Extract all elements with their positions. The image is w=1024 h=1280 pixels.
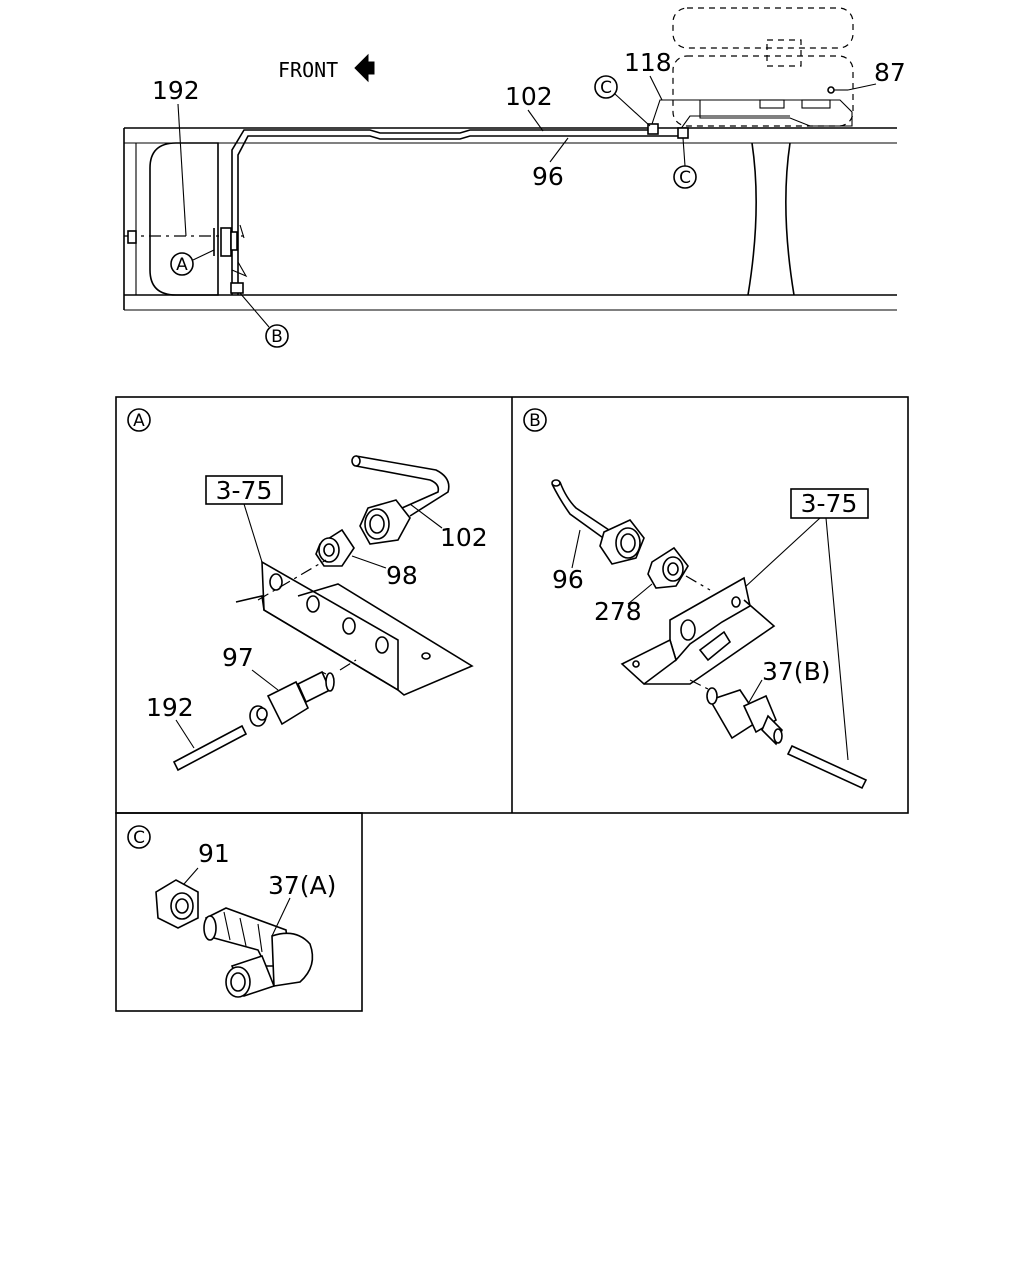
connector-b	[230, 282, 244, 294]
marker-c-detail: C	[127, 825, 151, 849]
connector-97	[249, 670, 335, 727]
marker-b-overview: B	[239, 292, 289, 348]
bracket-b	[620, 576, 776, 686]
detail-panel-frame	[115, 396, 909, 1012]
callout-96: 96	[532, 162, 564, 191]
callout-a-98: 98	[386, 561, 418, 590]
arrow-left-icon	[354, 53, 375, 83]
tube-192	[172, 724, 248, 772]
pipe-102	[351, 455, 450, 517]
nut-91	[155, 879, 199, 929]
frame-rail	[123, 127, 897, 311]
callout-87: 87	[874, 58, 906, 87]
nut-102	[359, 499, 411, 545]
marker-c-overview-1: C	[594, 75, 651, 127]
callout-102: 102	[505, 82, 553, 111]
marker-a-detail: A	[127, 408, 151, 432]
svg-text:B: B	[271, 327, 283, 347]
pipe-96	[551, 479, 613, 541]
detail-b: B 3-75	[523, 408, 869, 790]
callout-a-97: 97	[222, 643, 254, 672]
svg-text:A: A	[176, 255, 188, 275]
detail-a: A 3-75	[127, 408, 488, 772]
tee-fitting-37a	[203, 907, 314, 998]
detail-c: C 91 37(A)	[127, 825, 336, 998]
sleeve-98	[315, 528, 355, 567]
marker-c-overview-2: C	[673, 137, 697, 189]
svg-text:C: C	[133, 828, 145, 848]
callout-b-278: 278	[594, 597, 642, 626]
callout-118: 118	[624, 48, 672, 77]
connector-a	[213, 227, 238, 257]
body-outline	[672, 7, 854, 127]
nut-96	[599, 519, 645, 565]
front-label: FRONT	[278, 58, 338, 82]
callout-c-91: 91	[198, 839, 230, 868]
callout-a-102: 102	[440, 523, 488, 552]
marker-b-detail: B	[523, 408, 547, 432]
callout-a-192: 192	[146, 693, 194, 722]
sleeve-278	[647, 546, 689, 589]
fuel-pipes	[231, 99, 790, 295]
callout-b-37b: 37(B)	[762, 657, 830, 686]
svg-text:C: C	[679, 168, 691, 188]
connector-37b	[706, 687, 783, 746]
ref-box-b: 3-75	[743, 488, 869, 761]
bracket-a	[235, 560, 474, 696]
svg-text:3-75: 3-75	[801, 489, 858, 518]
overview-diagram: FRONT 192 102 118 87 96 A B C	[123, 7, 906, 348]
svg-text:A: A	[133, 411, 145, 431]
callout-192: 192	[152, 76, 200, 105]
callout-b-96: 96	[552, 565, 584, 594]
marker-a-overview: A	[170, 249, 215, 276]
svg-text:B: B	[529, 411, 541, 431]
tube-b	[786, 744, 868, 790]
ref-box-a: 3-75	[205, 475, 283, 563]
callout-c-37a: 37(A)	[268, 871, 336, 900]
svg-text:C: C	[600, 78, 612, 98]
svg-text:3-75: 3-75	[216, 476, 273, 505]
